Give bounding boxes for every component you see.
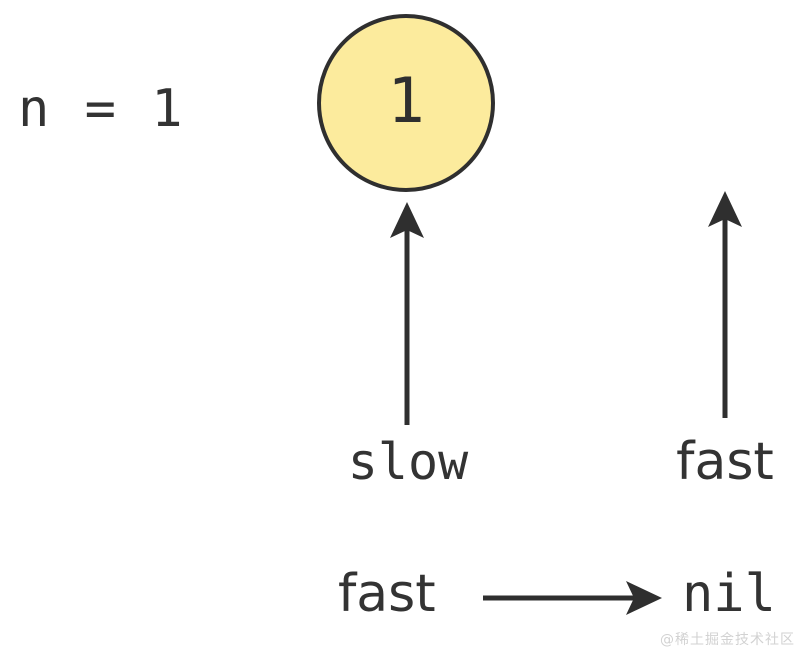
list-node-circle: 1	[317, 14, 495, 192]
slow-pointer-label: slow	[347, 433, 469, 491]
relation-target-label: nil	[682, 564, 776, 624]
list-node-value: 1	[387, 64, 425, 137]
relation-arrow-head	[626, 581, 662, 615]
state-label-n: n = 1	[18, 79, 185, 139]
relation-source-label: fast	[338, 564, 436, 624]
watermark-text: @稀土掘金技术社区	[660, 632, 795, 648]
fast-to-nil-arrow	[483, 581, 662, 615]
slow-pointer-arrow	[390, 202, 424, 425]
fast-pointer-arrow	[708, 191, 742, 418]
slow-arrow-head	[390, 202, 424, 238]
fast-arrow-head	[708, 191, 742, 227]
fast-pointer-label: fast	[676, 432, 774, 492]
